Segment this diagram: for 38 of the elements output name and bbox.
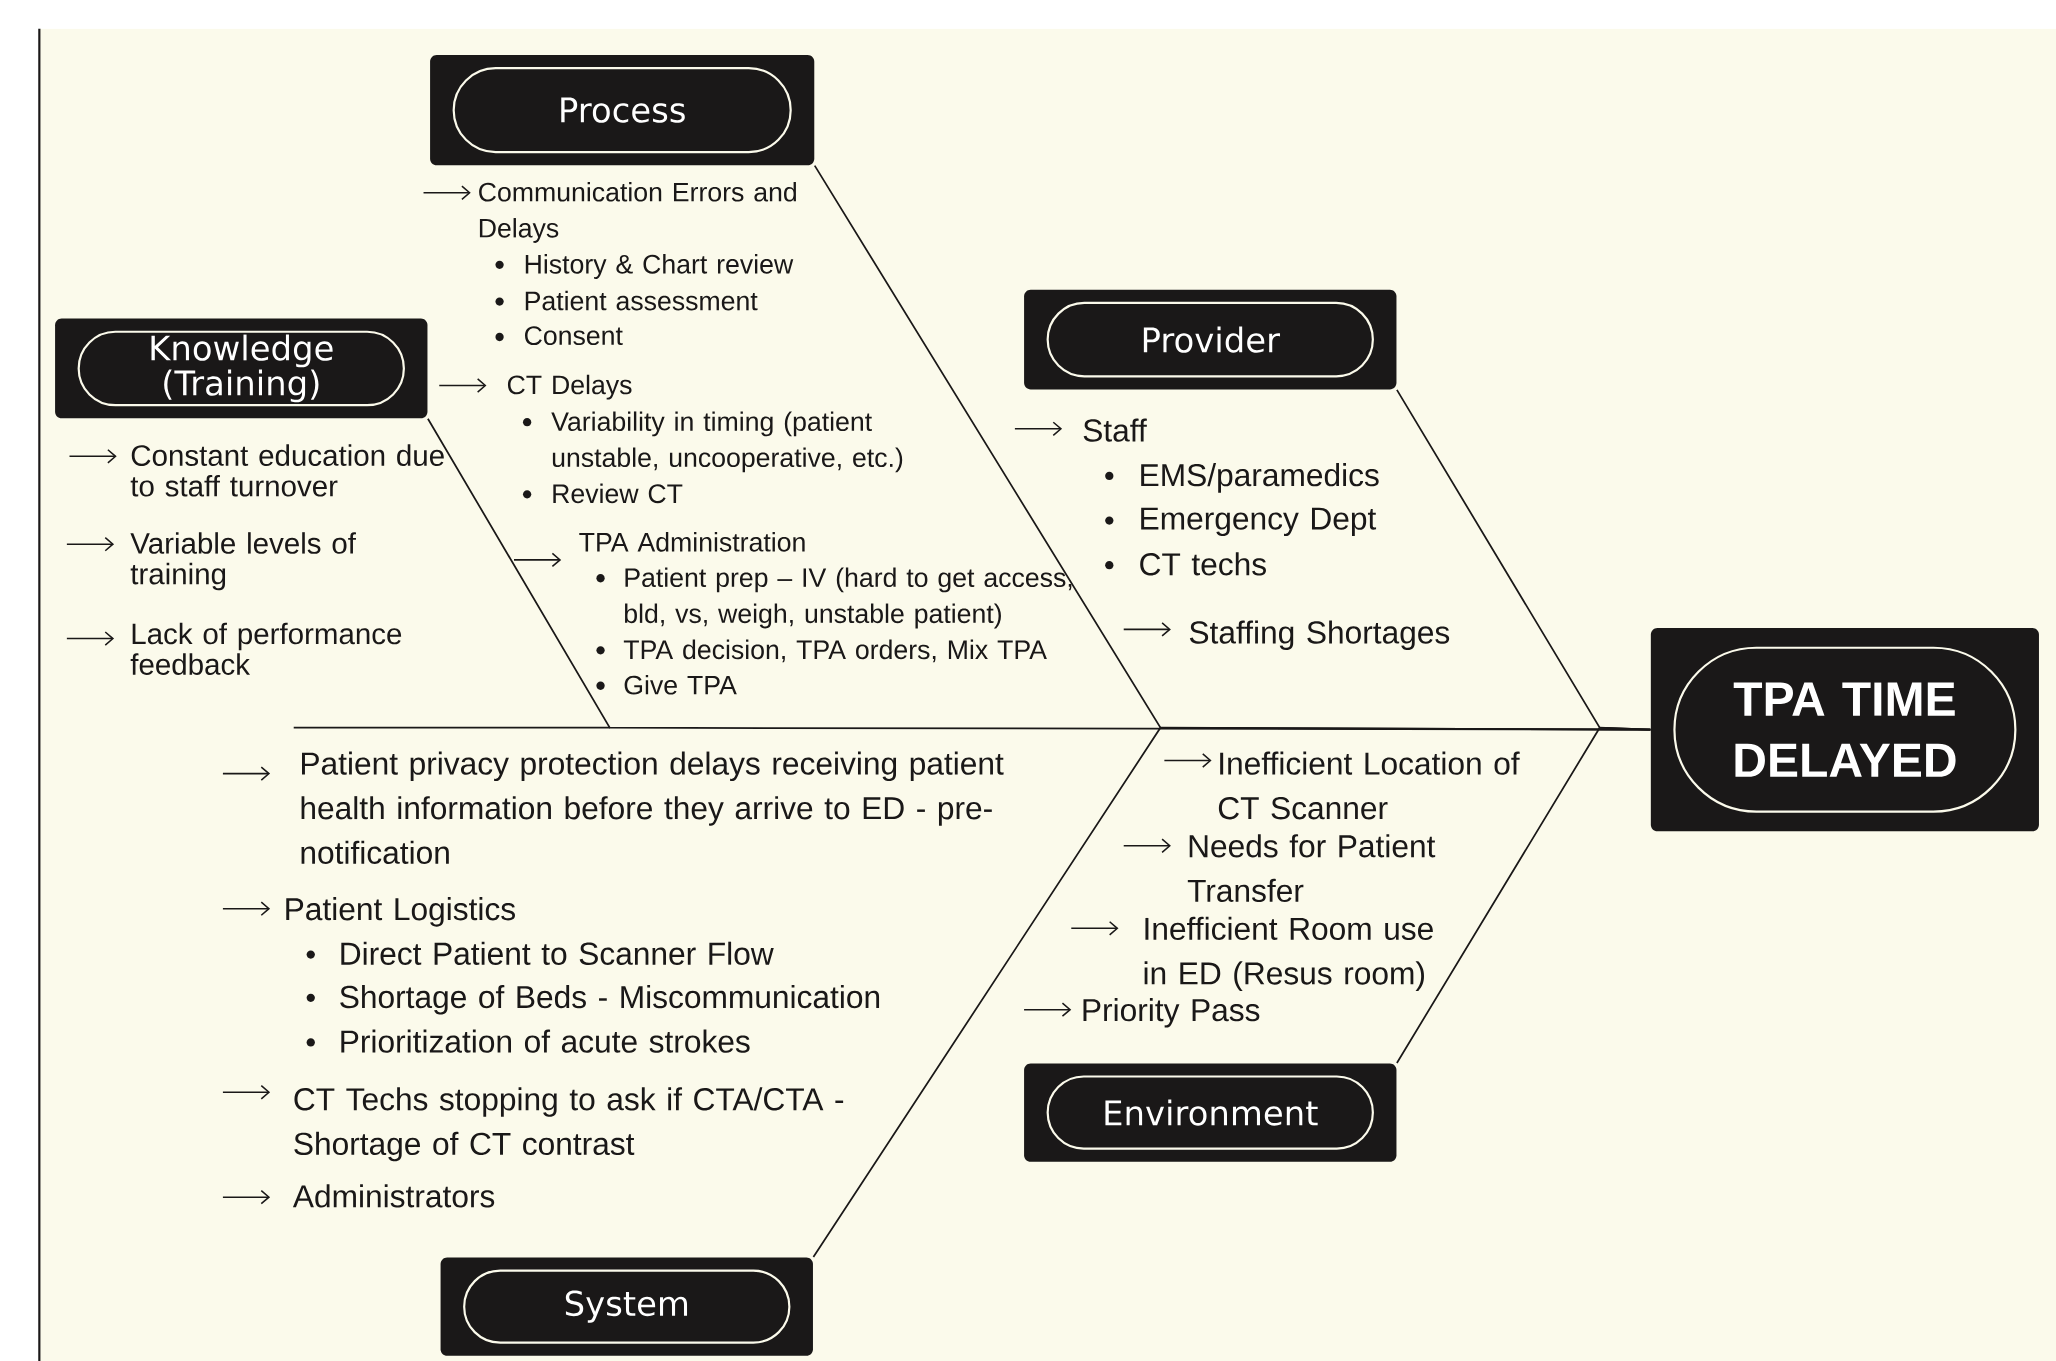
cause-text: TPA Administration [579,532,805,552]
cause-text: Variable levels of training [130,532,356,591]
cause-text: Communication Errors and Delays [479,181,796,243]
cause-text: Review CT [553,483,683,504]
cause-text: Inefficient Location of CT Scanner [1218,751,1520,820]
category-box: Provider [1024,289,1397,390]
cause-text: Staffing Shortages [1189,620,1450,650]
cause-text: TPA decision, TPA orders, Mix TPA [623,639,1047,663]
cause-text: Give TPA [624,675,737,695]
category-box: System [440,1257,813,1356]
cause-text: Needs for Patient Transfer [1187,834,1436,902]
category-box: Knowledge (Training) [55,318,428,419]
cause-text: Emergency Dept [1141,507,1377,537]
cause-text: Constant education due to staff turnover [130,444,444,497]
cause-text: Patient Logistics [286,897,515,927]
category-box: Environment [1024,1063,1397,1162]
cause-text: Priority Pass [1083,998,1260,1028]
cause-text: Lack of performance feedback [130,622,402,675]
cause-text: Patient privacy protection delays receiving patient health information before they arrive to ED - pre-notification [301,751,1004,864]
cause-text: Staff [1083,418,1147,442]
cause-text: Patient prep – IV (hard to get access, bld, vs, weigh, unstable patient) [625,567,1072,629]
cause-text: EMS/paramedics [1141,463,1379,493]
fishbone-line [812,726,1652,1258]
cause-text: Direct Patient to Scanner Flow [341,941,774,965]
cause-text: CT techs [1140,552,1266,576]
category-box: Process [430,55,815,166]
cause-text: Consent [525,326,623,346]
cause-text: CT Techs stopping to ask if CTA/CTA - Shortage of CT contrast [294,1087,844,1162]
cause-text: Inefficient Room use in ED (Resus room) [1144,916,1433,991]
cause-text: History & Chart review [525,254,794,279]
cause-text: Patient assessment [525,290,758,311]
effect-box: TPA TIME DELAYED [1650,628,2039,832]
cause-text: Prioritization of acute strokes [341,1029,750,1053]
cause-text: Variability in timing (patient unstable, uncooperative, etc.) [551,411,903,473]
cause-text: CT Delays [507,374,632,400]
fishbone-line [1396,726,1652,1064]
cause-text: Shortage of Beds - Miscommunication [340,984,880,1015]
cause-text: Administrators [292,1184,495,1208]
